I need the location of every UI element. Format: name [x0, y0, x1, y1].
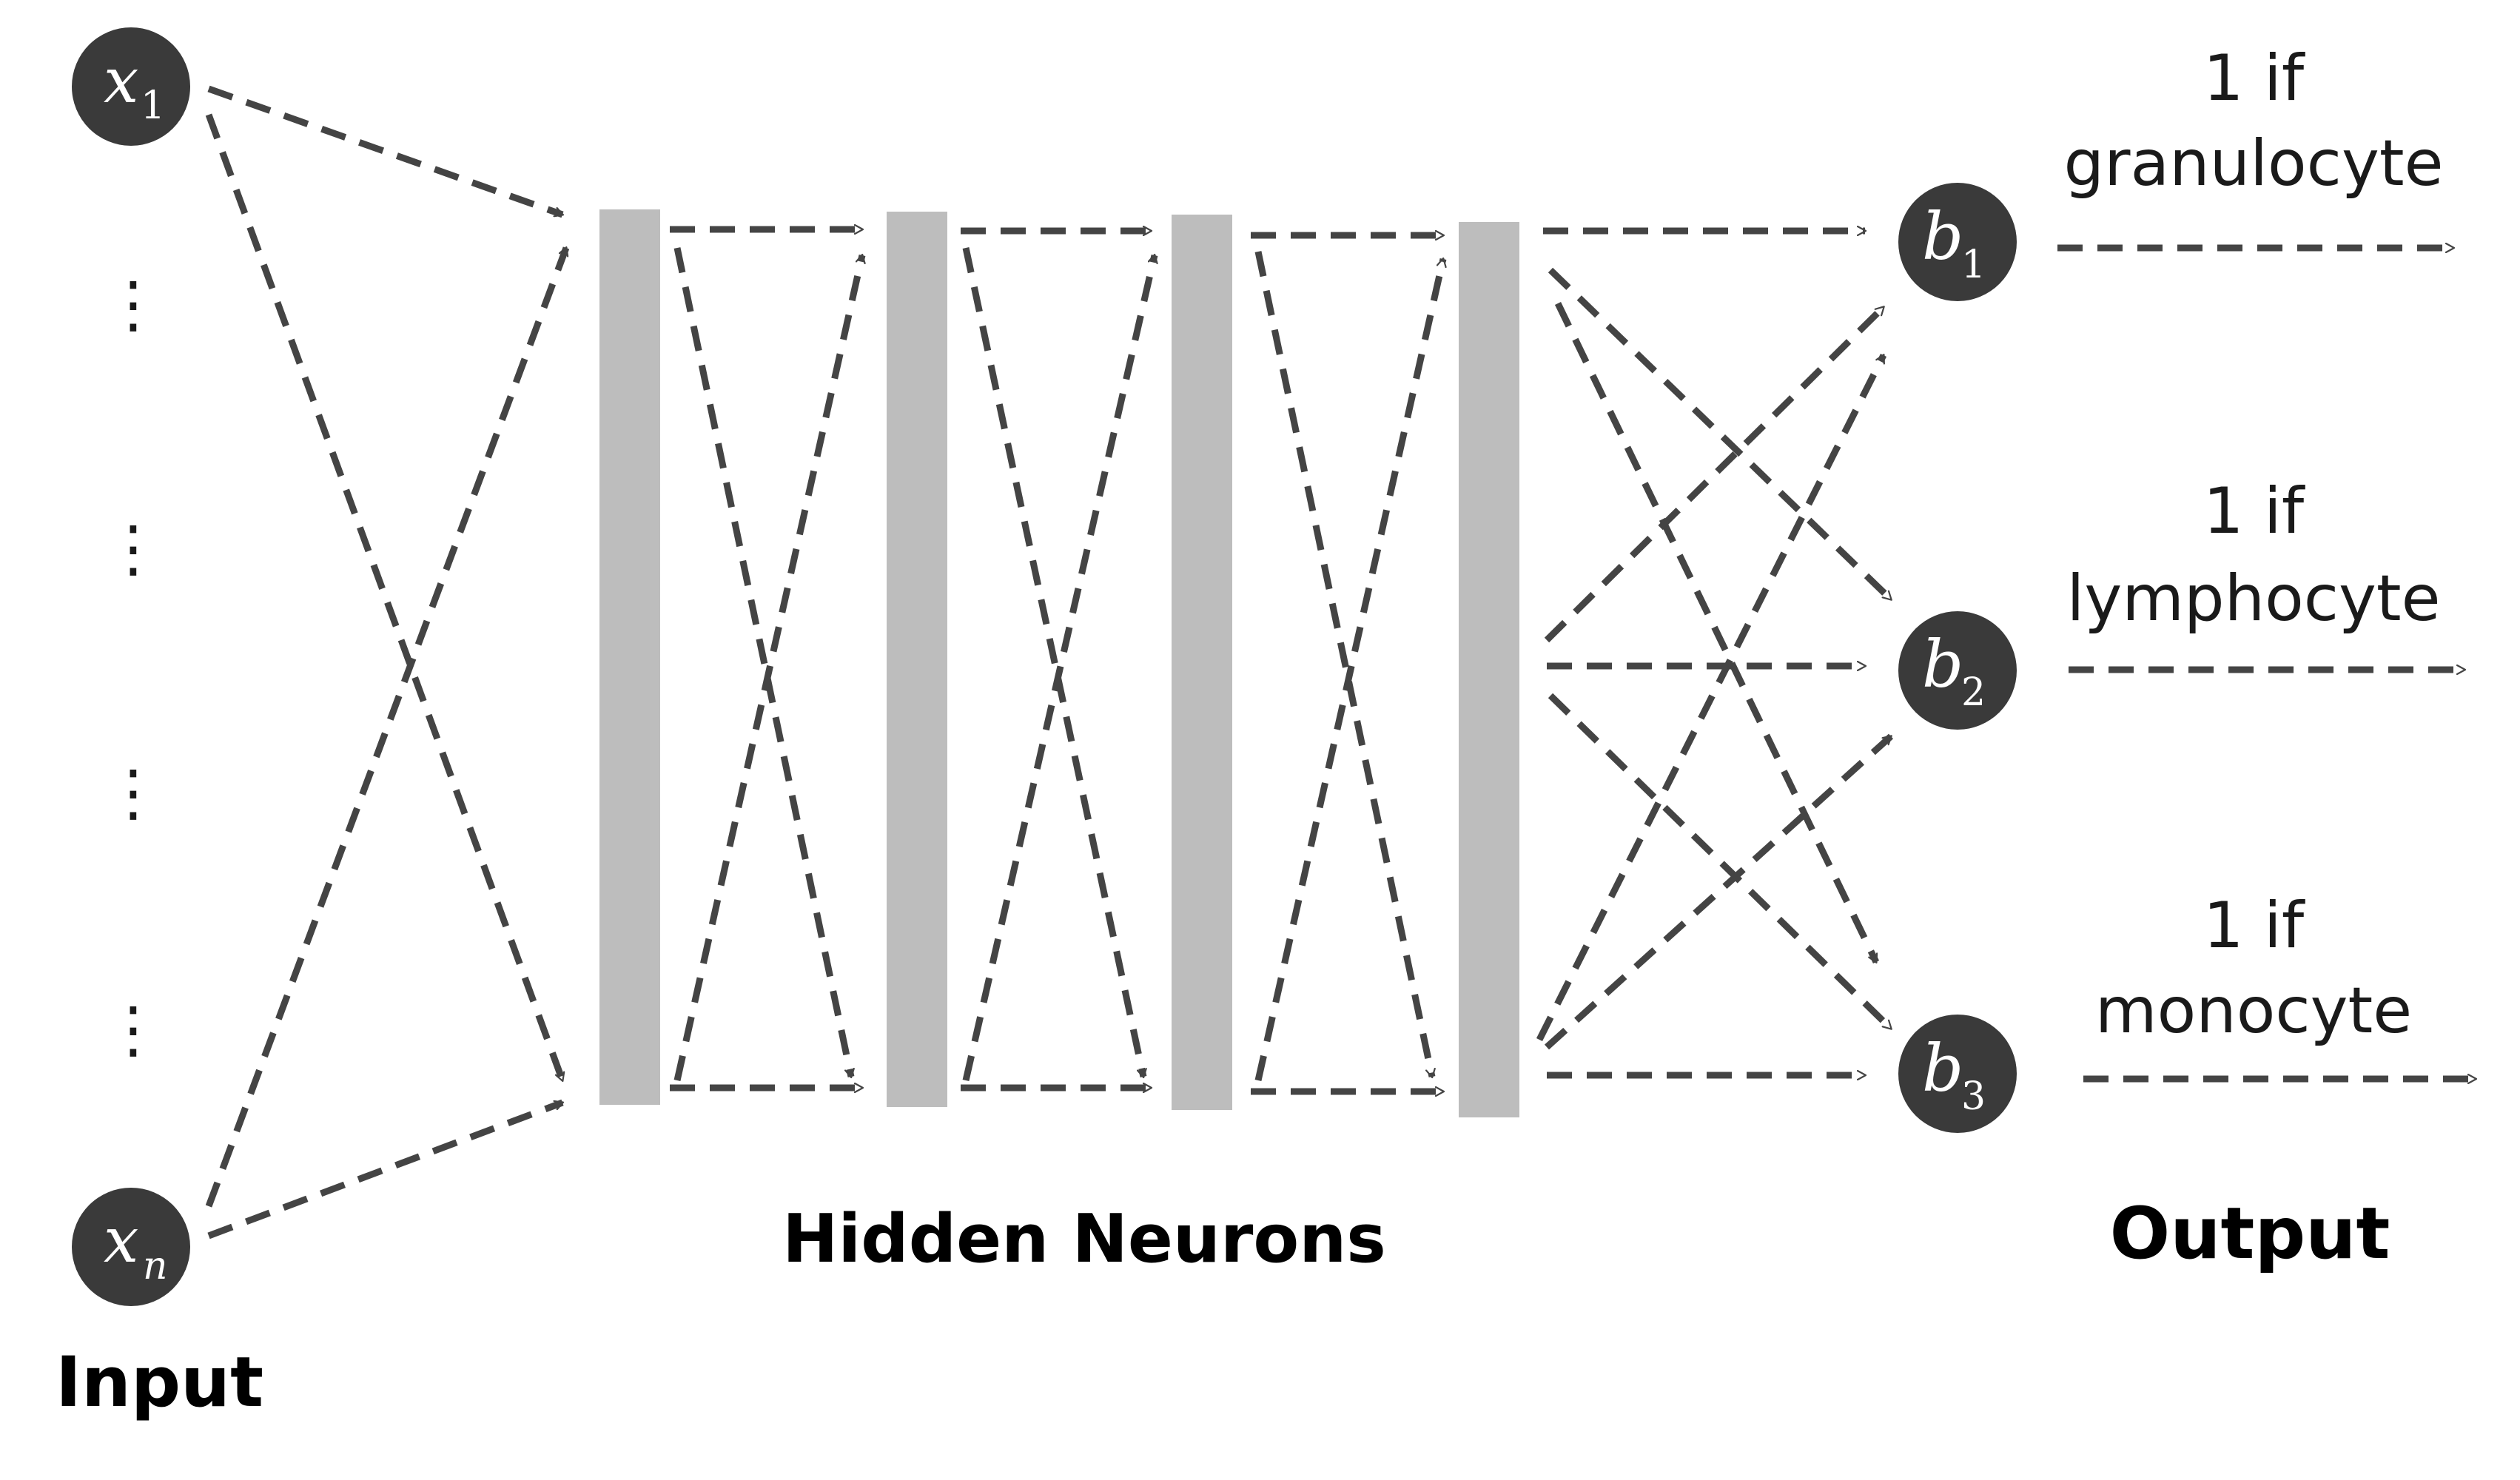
input-node-xn: x n	[72, 1188, 190, 1306]
input-node-symbol: x	[104, 44, 138, 117]
output-node-symbol: b	[1922, 1030, 1963, 1106]
output-result-line2: monocyte	[2095, 974, 2412, 1048]
output-node-b1: b 1	[1898, 183, 2017, 301]
output-node-b2: b 2	[1898, 611, 2017, 730]
edge-h3-h4-up	[1254, 259, 1443, 1081]
output-section-label: Output	[2110, 1192, 2390, 1275]
output-edges	[1536, 231, 1894, 1075]
output-node-symbol: b	[1922, 626, 1963, 702]
hidden-edges-1-2	[670, 229, 862, 1088]
edge-h4-b1-from-mid	[1544, 304, 1886, 643]
output-result-line1: 1 if	[2203, 474, 2305, 548]
output-result-2: 1 if lymphocyte	[2066, 474, 2440, 636]
edge-x1-top	[207, 85, 562, 218]
edge-h1-h2-down	[673, 247, 851, 1077]
input-node-subscript: 1	[141, 84, 165, 128]
output-node-subscript: 1	[1961, 243, 1986, 287]
edge-h4-b1-from-bottom	[1536, 353, 1887, 1042]
ellipsis-2: ⋮	[102, 512, 164, 585]
edge-xn-bottom	[207, 1099, 562, 1240]
edge-h1-h2-up	[673, 255, 862, 1081]
output-node-circle	[1898, 611, 2017, 730]
edge-h2-h3-up	[962, 255, 1155, 1082]
hidden-edges-3-4	[1251, 235, 1443, 1092]
input-node-x1: x 1	[72, 27, 190, 146]
input-edges	[205, 85, 570, 1240]
input-ellipsis: ⋮ ⋮ ⋮ ⋮	[102, 268, 164, 1066]
output-result-line2: granulocyte	[2064, 127, 2444, 201]
hidden-layer-3	[1172, 215, 1232, 1110]
edge-h4-b3-from-mid	[1548, 693, 1894, 1032]
output-result-line1: 1 if	[2203, 889, 2305, 963]
result-edges	[2057, 248, 2476, 1079]
input-node-circle	[72, 27, 190, 146]
input-node-subscript: n	[143, 1244, 168, 1288]
output-result-line1: 1 if	[2203, 41, 2305, 115]
edge-xn-top	[205, 248, 570, 1208]
output-result-3: 1 if monocyte	[2095, 889, 2412, 1048]
edge-h4-b2-from-top	[1548, 267, 1894, 602]
hidden-edges-2-3	[961, 231, 1155, 1088]
input-section-label: Input	[56, 1342, 263, 1423]
output-node-b3: b 3	[1898, 1015, 2017, 1133]
output-node-circle	[1898, 1015, 2017, 1133]
input-node-symbol: x	[104, 1204, 138, 1276]
output-result-1: 1 if granulocyte	[2064, 41, 2444, 201]
edge-x1-bottom	[205, 113, 566, 1080]
edge-h4-b3-from-top	[1554, 302, 1880, 962]
output-result-line2: lymphocyte	[2066, 562, 2440, 636]
output-node-circle	[1898, 183, 2017, 301]
input-node-circle	[72, 1188, 190, 1306]
edge-h2-h3-down	[962, 247, 1143, 1077]
edge-h3-h4-down	[1254, 251, 1432, 1077]
hidden-layers	[599, 209, 1519, 1117]
output-node-subscript: 3	[1961, 1074, 1986, 1119]
hidden-section-label: Hidden Neurons	[782, 1200, 1386, 1278]
output-node-subscript: 2	[1961, 670, 1986, 715]
output-node-symbol: b	[1922, 198, 1963, 275]
ellipsis-3: ⋮	[102, 756, 164, 829]
hidden-layer-4	[1459, 222, 1519, 1117]
hidden-layer-2	[887, 212, 947, 1107]
hidden-layer-1	[599, 209, 660, 1105]
ellipsis-1: ⋮	[102, 268, 164, 340]
ellipsis-4: ⋮	[102, 993, 164, 1066]
